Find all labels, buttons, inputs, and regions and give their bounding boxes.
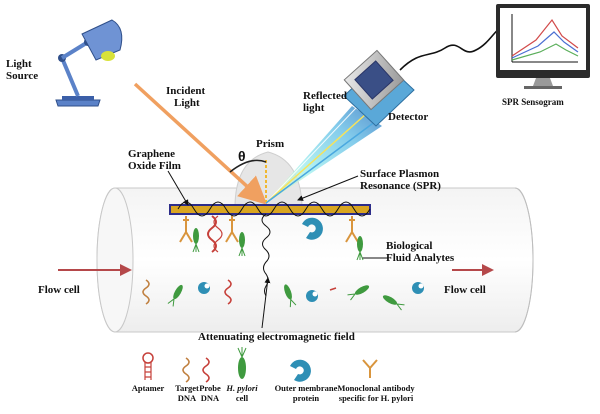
fluid-membrane-protein [412, 282, 424, 294]
flow-arrow-right [452, 264, 494, 276]
light-source-line1: Light [6, 58, 32, 70]
legend-target-line2: DNA [177, 392, 197, 403]
fluid-dna [329, 287, 337, 291]
graphene-pointer [167, 170, 189, 206]
legend-mab-line1: Monoclonal antibody [337, 383, 415, 393]
spr-pointer [297, 175, 359, 201]
sensogram-curve-blue [511, 31, 579, 59]
attenuating-pointer [261, 277, 271, 329]
legend-probe-dna: Probe DNA [196, 383, 224, 403]
monoclonal-antibody-icon [362, 359, 378, 378]
graphene-oxide-label: Graphene Oxide Film [128, 148, 181, 172]
legend-aptamer-line1: Aptamer [131, 383, 165, 393]
fluid-h-pylori [347, 285, 370, 301]
h-pylori-cell-icon [237, 347, 247, 379]
fluid-dna [224, 279, 232, 305]
flow-arrow-left [58, 264, 132, 276]
fluid-h-pylori [382, 295, 405, 311]
surface-antibody [345, 216, 359, 243]
detector [343, 49, 415, 127]
sensogram-curve-red [511, 18, 579, 57]
biological-line2: Fluid Analytes [386, 252, 455, 264]
legend-probe-line1: Probe [199, 383, 221, 393]
biological-line1: Biological [386, 240, 433, 252]
monitor [496, 4, 590, 89]
surface-plasmon-wave [177, 201, 371, 217]
graphene-line1: Graphene [128, 148, 176, 160]
fluid-membrane-protein [198, 282, 210, 294]
outer-membrane-protein-icon [290, 359, 311, 382]
spr-label: Surface Plasmon Resonance (SPR) [360, 168, 441, 192]
fluid-membrane-protein [306, 290, 318, 302]
aptamer-icon [142, 352, 154, 380]
light-source-line2: Source [6, 70, 39, 82]
spr-sensogram-label: SPR Sensogram [502, 97, 564, 107]
surface-h-pylori [192, 228, 200, 253]
incident-light-label: Incident Light [166, 85, 205, 109]
surface-antibody [179, 216, 193, 243]
legend-monoclonal-antibody: Monoclonal antibody specific for H. pylo… [330, 383, 422, 403]
legend-hpylori-line2: cell [235, 392, 249, 403]
legend-omp-line2: protein [292, 392, 320, 403]
incident-light-arrow [133, 82, 268, 205]
light-source-lamp [55, 19, 123, 107]
angle-arc [229, 159, 267, 173]
attenuating-field-label: Attenuating electromagnetic field [198, 331, 355, 343]
legend-outer-membrane-protein: Outer membrane protein [270, 383, 342, 403]
fluid-h-pylori [284, 284, 297, 308]
surface-membrane-protein [302, 217, 323, 240]
surface-dna-helix [207, 215, 223, 253]
legend-target-line1: Target [175, 383, 199, 393]
surface-h-pylori [356, 236, 364, 261]
graphene-line2: Oxide Film [128, 160, 181, 172]
legend-aptamer: Aptamer [124, 383, 172, 394]
light-source-label: Light Source [6, 58, 38, 82]
biological-fluid-label: Biological Fluid Analytes [386, 240, 454, 264]
legend-omp-line1: Outer membrane [274, 383, 338, 393]
probe-dna-icon [202, 357, 210, 383]
legend-target-dna: Target DNA [172, 383, 202, 403]
fluid-h-pylori [167, 284, 183, 307]
flow-cell-right-label: Flow cell [444, 284, 486, 296]
theta-label: θ [238, 148, 246, 164]
fluid-dna [142, 279, 150, 305]
legend-hpylori-line1: H. pylori [226, 383, 258, 393]
reflected-line1: Reflected [303, 90, 347, 102]
flow-cell-tube [96, 187, 534, 333]
legend-probe-line2: DNA [200, 392, 220, 403]
reflected-line2: light [303, 102, 325, 114]
surface-antibody [225, 216, 239, 243]
incident-line2: Light [174, 97, 200, 109]
spr-line1: Surface Plasmon [360, 168, 440, 180]
legend-mab-line2: specific for H. pylori [338, 392, 414, 403]
spr-line2: Resonance (SPR) [360, 180, 441, 192]
sensogram-curve-green [511, 43, 579, 61]
incident-line1: Incident [166, 85, 206, 97]
surface-h-pylori [238, 232, 246, 257]
detector-label: Detector [388, 111, 429, 123]
attenuating-field-wave [261, 213, 271, 297]
flow-cell-left-label: Flow cell [38, 284, 80, 296]
reflected-light-label: Reflected light [303, 90, 347, 114]
target-dna-icon [182, 357, 190, 383]
detector-cable [399, 27, 501, 71]
reflected-light-beam [265, 106, 382, 204]
prism-label: Prism [256, 138, 285, 150]
legend-h-pylori: H. pylori cell [222, 383, 262, 403]
